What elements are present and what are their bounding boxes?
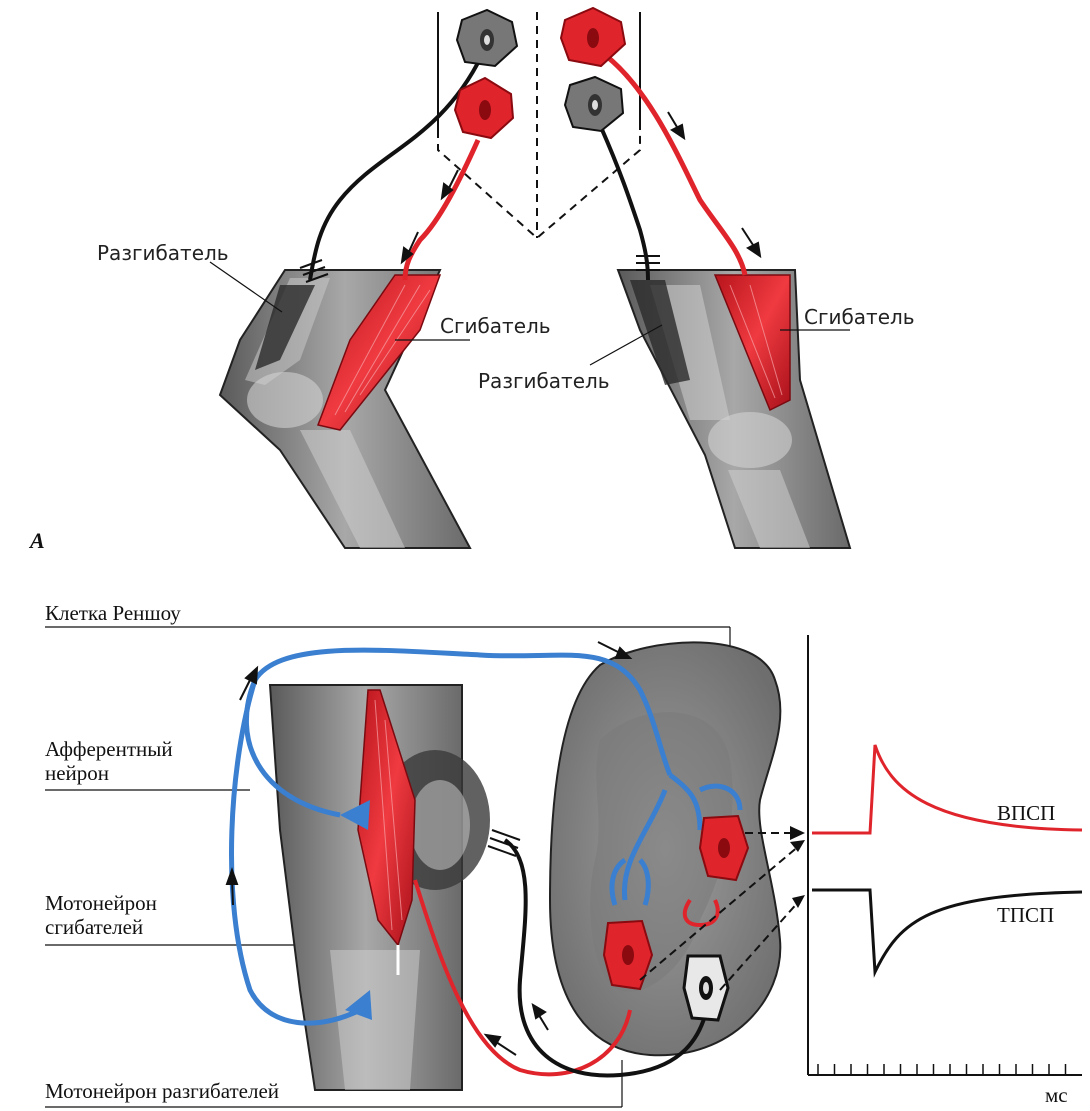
label-flexor-motoneuron-line2: сгибателей	[45, 915, 143, 939]
arrow-icon	[533, 1005, 548, 1030]
label-left-flexor: Сгибатель	[440, 314, 551, 338]
label-right-extensor: Разгибатель	[478, 369, 610, 393]
label-renshaw-cell: Клетка Реншоу	[45, 601, 181, 625]
left-leg-bent	[220, 270, 470, 548]
red-neuron-icon	[561, 8, 625, 66]
panel-b: Клетка Реншоу Афферентный нейрон Мотоней…	[45, 601, 1082, 1107]
arrow-icon	[790, 826, 805, 840]
gray-neuron-icon	[565, 77, 623, 131]
right-excitatory-axon	[605, 55, 745, 275]
leader-left-extensor	[210, 262, 282, 312]
panel-a: Разгибатель Сгибатель Разгибатель Сгибат…	[28, 8, 915, 553]
label-afferent-line1: Афферентный	[45, 737, 173, 761]
label-left-extensor: Разгибатель	[97, 241, 229, 265]
arrow-icon	[486, 1035, 516, 1055]
label-right-flexor: Сгибатель	[804, 305, 915, 329]
potential-recording-panel	[808, 635, 1082, 1075]
label-time-unit: мс	[1045, 1083, 1068, 1107]
label-flexor-motoneuron-line1: Мотонейрон	[45, 891, 157, 915]
left-excitatory-axon	[405, 140, 478, 280]
label-afferent-line2: нейрон	[45, 761, 109, 785]
label-ipsp: ТПСП	[997, 903, 1054, 927]
arrow-icon	[668, 112, 684, 138]
panel-a-letter: А	[28, 528, 45, 553]
panel-b-leg	[270, 685, 490, 1090]
arrow-icon	[790, 840, 805, 852]
label-extensor-motoneuron: Мотонейрон разгибателей	[45, 1079, 279, 1103]
arrow-icon	[598, 642, 630, 658]
arrow-icon	[742, 228, 760, 256]
gray-neuron-icon	[457, 10, 517, 66]
label-epsp: ВПСП	[997, 801, 1055, 825]
